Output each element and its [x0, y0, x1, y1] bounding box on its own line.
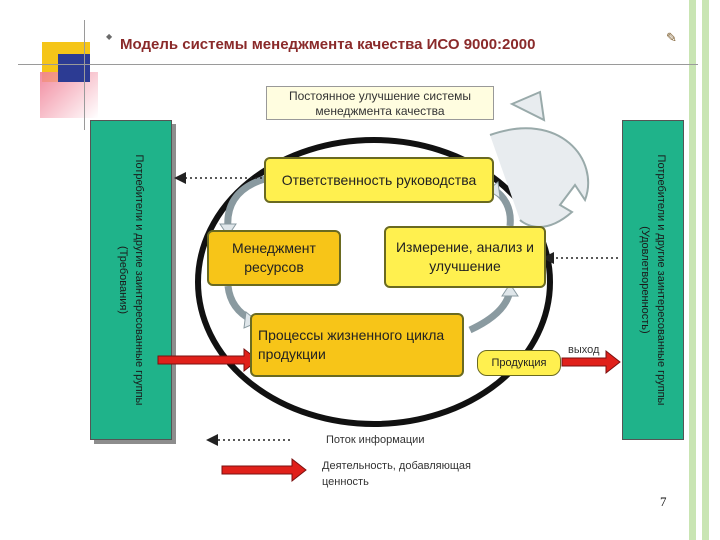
page-number: 7: [660, 494, 667, 509]
legend-value-arrow: [221, 457, 307, 483]
improvement-spiral-arrow: [489, 127, 590, 228]
bullet-icon: ◆: [106, 32, 113, 41]
measurement-analysis-box: Измерение, анализ и улучшение: [384, 226, 546, 288]
decor-line-horizontal: [18, 64, 698, 65]
decor-line-vertical: [84, 20, 85, 130]
customers-satisfaction-block: Потребители и другие заинтересованные гр…: [622, 120, 684, 440]
legend-info-flow-label: Поток информации: [326, 434, 425, 446]
legend-value-activity-label: Деятельность, добавляющая ценность: [322, 460, 471, 488]
decorative-bar: [702, 0, 709, 540]
management-responsibility-box: Ответственность руководства: [264, 157, 494, 203]
product-realization-box: Процессы жизненного цикла продукции: [250, 313, 464, 377]
flow-arrow-resp-to-res: [224, 174, 269, 229]
pen-icon: ✎: [666, 30, 677, 45]
continual-improvement-label: Постоянное улучшение системы менеджмента…: [266, 86, 494, 120]
output-arrow: [561, 349, 621, 375]
output-label: выход: [568, 344, 600, 356]
resource-management-box: Менеджмент ресурсов: [207, 230, 341, 286]
qms-ellipse: [195, 137, 553, 427]
decorative-bar: [689, 0, 696, 540]
product-box: Продукция: [477, 350, 561, 376]
slide-title: Модель системы менеджмента качества ИСО …: [120, 36, 536, 53]
input-arrow: [157, 347, 259, 373]
customers-requirements-block: Потребители и другие заинтересованные гр…: [90, 120, 172, 440]
improvement-arrow-head: [509, 90, 546, 122]
